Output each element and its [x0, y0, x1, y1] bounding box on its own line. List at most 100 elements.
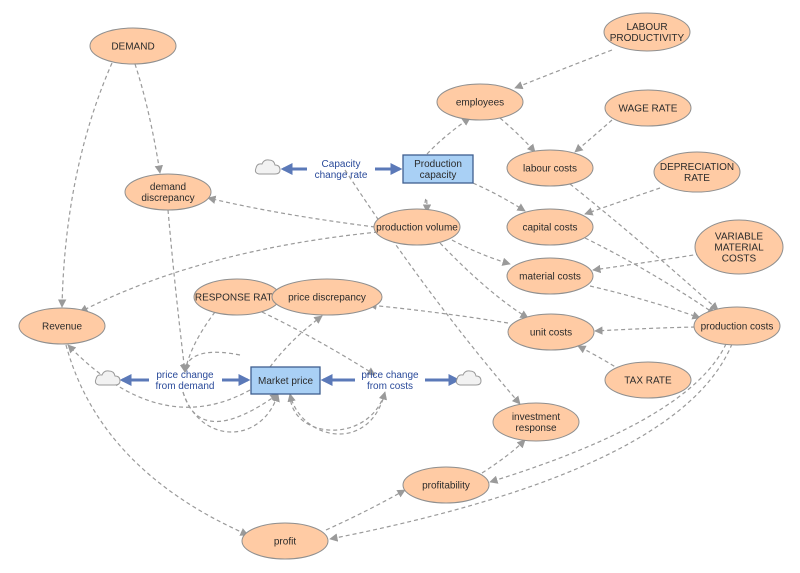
causal-link — [325, 489, 406, 531]
causal-link — [489, 343, 727, 484]
profitability-node[interactable]: profitability — [402, 466, 490, 504]
profitability-text: profitability — [422, 481, 470, 492]
causal-link — [368, 301, 509, 324]
wage-rate-node[interactable]: WAGE RATE — [604, 89, 692, 127]
capital-costs-text: capital costs — [522, 223, 577, 234]
profit-text: profit — [274, 537, 296, 548]
causal-link — [481, 439, 526, 474]
causal-link — [65, 344, 249, 536]
cloud-icon — [455, 370, 482, 386]
material-costs-text: material costs — [519, 272, 581, 283]
capital-costs-node[interactable]: capital costs — [506, 208, 594, 246]
price-discrepancy-node[interactable]: price discrepancy — [271, 278, 383, 316]
causal-link — [329, 343, 733, 542]
demand-discrepancy-text: discrepancy — [141, 193, 194, 204]
causal-link — [592, 253, 701, 274]
capacity-change-rate-text: change rate — [315, 170, 368, 181]
causal-link — [57, 62, 113, 308]
causal-link — [67, 344, 251, 408]
investment-response-text: investment — [512, 412, 561, 423]
tax-rate-text: TAX RATE — [624, 376, 672, 387]
causal-link — [422, 197, 432, 213]
market-price-stock[interactable]: Market price — [250, 366, 321, 395]
depreciation-rate-text: RATE — [684, 173, 710, 184]
causal-link — [287, 391, 386, 435]
causal-link — [577, 345, 621, 371]
demand-text: DEMAND — [111, 42, 154, 53]
material-costs-node[interactable]: material costs — [506, 257, 594, 295]
production-costs-node[interactable]: production costs — [693, 306, 781, 346]
depreciation-rate-text: DEPRECIATION — [660, 162, 734, 173]
market-price-text: Market price — [258, 376, 313, 387]
causal-link — [451, 239, 511, 266]
causal-link — [426, 117, 471, 155]
cloud-icon — [254, 159, 281, 175]
demand-discrepancy-text: demand — [150, 182, 186, 193]
causal-link — [439, 242, 529, 319]
investment-response-text: response — [515, 423, 557, 434]
production-capacity-text: capacity — [420, 170, 457, 181]
revenue-text: Revenue — [42, 322, 82, 333]
price-change-from-costs-text: from costs — [367, 381, 413, 392]
response-rate-node[interactable]: RESPONSE RATE — [193, 278, 281, 316]
price-discrepancy-text: price discrepancy — [288, 293, 366, 304]
causal-links — [57, 49, 733, 542]
production-capacity-text: Production — [414, 159, 462, 170]
causal-link — [594, 326, 696, 335]
labour-productivity-text: LABOUR — [626, 22, 667, 33]
causal-link — [584, 187, 661, 216]
causal-link — [499, 117, 536, 153]
cloud-icon — [94, 370, 121, 386]
employees-node[interactable]: employees — [436, 83, 524, 121]
production-volume-text: production volume — [376, 223, 458, 234]
causal-link — [514, 49, 613, 90]
labour-costs-text: labour costs — [523, 164, 577, 175]
causal-link — [79, 231, 379, 313]
price-change-from-demand-text: price change — [156, 370, 214, 381]
causal-link — [167, 209, 189, 373]
revenue-node[interactable]: Revenue — [18, 307, 106, 345]
cloud-sources — [94, 159, 482, 386]
price-change-from-costs-text: price change — [361, 370, 419, 381]
variable-material-costs-text: MATERIAL — [714, 243, 764, 254]
profit-node[interactable]: profit — [241, 522, 329, 560]
causal-link — [182, 391, 280, 433]
causal-link — [182, 311, 216, 373]
unit-costs-node[interactable]: unit costs — [507, 313, 595, 351]
labour-productivity-text: PRODUCTIVITY — [610, 33, 685, 44]
tax-rate-node[interactable]: TAX RATE — [604, 361, 692, 399]
causal-link — [584, 237, 716, 315]
employees-text: employees — [456, 98, 504, 109]
causal-link — [569, 183, 719, 311]
unit-costs-text: unit costs — [530, 328, 572, 339]
causal-link — [344, 169, 521, 405]
causal-link — [574, 119, 613, 153]
price-change-from-demand-text: from demand — [156, 381, 215, 392]
production-costs-text: production costs — [701, 322, 774, 333]
response-rate-text: RESPONSE RATE — [195, 293, 280, 304]
wage-rate-text: WAGE RATE — [619, 104, 678, 115]
production-volume-node[interactable]: production volume — [373, 208, 461, 246]
demand-node[interactable]: DEMAND — [89, 27, 177, 65]
causal-link — [207, 195, 376, 228]
causal-link — [289, 391, 387, 431]
causal-link — [269, 315, 323, 368]
causal-link — [261, 311, 376, 376]
causal-link — [472, 182, 526, 212]
variable-material-costs-text: VARIABLE — [715, 232, 763, 243]
causal-link — [134, 63, 163, 174]
labour-costs-node[interactable]: labour costs — [506, 149, 594, 187]
capacity-change-rate-text: Capacity — [322, 159, 361, 170]
